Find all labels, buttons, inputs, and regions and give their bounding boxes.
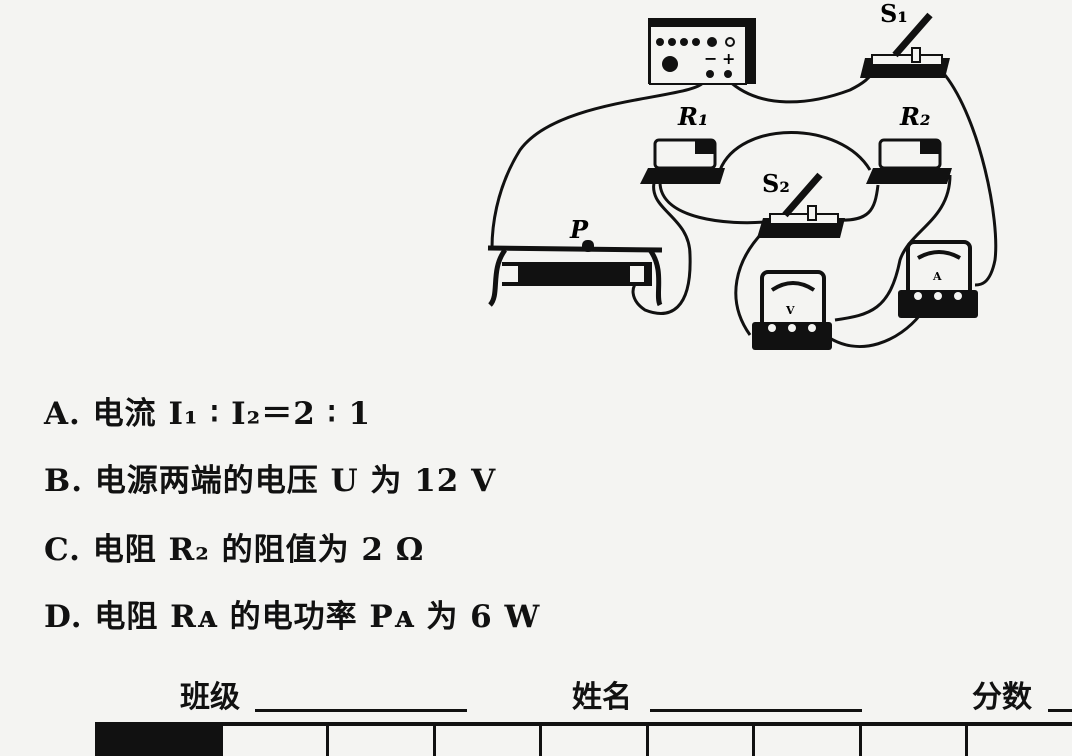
svg-text:+: + [722,49,735,68]
wire [658,181,766,225]
answer-table [95,722,1072,756]
option-letter: D. [44,599,83,635]
table-cell[interactable] [645,726,753,756]
option-letter: B. [44,463,83,499]
option-letter: A. [44,396,81,432]
table-cell[interactable] [539,726,646,756]
wire [943,74,998,287]
table-cell[interactable] [965,726,1072,756]
label-r1: R₁ [677,102,708,131]
table-cell[interactable] [858,726,966,756]
name-label: 姓名 [572,680,632,715]
score-label: 分数 [972,680,1032,715]
name-field[interactable] [650,709,862,712]
svg-text:V: V [785,304,795,317]
table-cell[interactable] [432,726,540,756]
label-s2: S₂ [762,169,790,198]
label-s1: S₁ [880,0,908,28]
option-text: 电阻 Rᴀ 的电功率 Pᴀ 为 6 W [94,599,541,635]
table-header-cell [95,726,220,756]
resistor-r2-icon [866,138,952,184]
option-text: 电阻 R₂ 的阻值为 2 Ω [92,532,425,568]
wire [834,174,952,322]
svg-text:A: A [932,270,942,283]
option-a: A. 电流 I₁ ∶ I₂＝2 ∶ 1 [44,388,371,433]
label-p: P [569,215,589,244]
option-d: D. 电阻 Rᴀ 的电功率 Pᴀ 为 6 W [44,591,540,636]
label-r2: R₂ [899,102,930,131]
wire [834,184,880,222]
table-cell[interactable] [752,726,859,756]
wire [490,79,707,249]
option-text: 电源两端的电压 U 为 12 V [94,463,497,499]
resistor-r1-icon [640,138,725,184]
switch-s1-icon [860,12,950,78]
circuit-diagram: − + S₁ R₁ R₂ S₂ P [487,0,998,350]
class-label: 班级 [180,680,240,715]
score-field[interactable] [1048,709,1072,712]
power-supply-icon: − + [648,18,756,85]
switch-s2-icon [757,172,845,238]
svg-text:−: − [704,49,717,68]
wire [824,314,922,348]
option-letter: C. [44,532,81,568]
wire [734,228,767,336]
voltmeter-icon: V [752,270,832,350]
option-c: C. 电阻 R₂ 的阻值为 2 Ω [44,524,424,569]
wire [631,177,692,315]
rheostat-icon [487,240,663,307]
option-text: 电流 I₁ ∶ I₂＝2 ∶ 1 [92,396,372,432]
option-b: B. 电源两端的电压 U 为 12 V [44,455,496,500]
wire [718,131,872,171]
ammeter-icon: A [898,240,978,318]
table-cell[interactable] [219,726,327,756]
table-cell[interactable] [326,726,433,756]
class-field[interactable] [255,709,467,712]
